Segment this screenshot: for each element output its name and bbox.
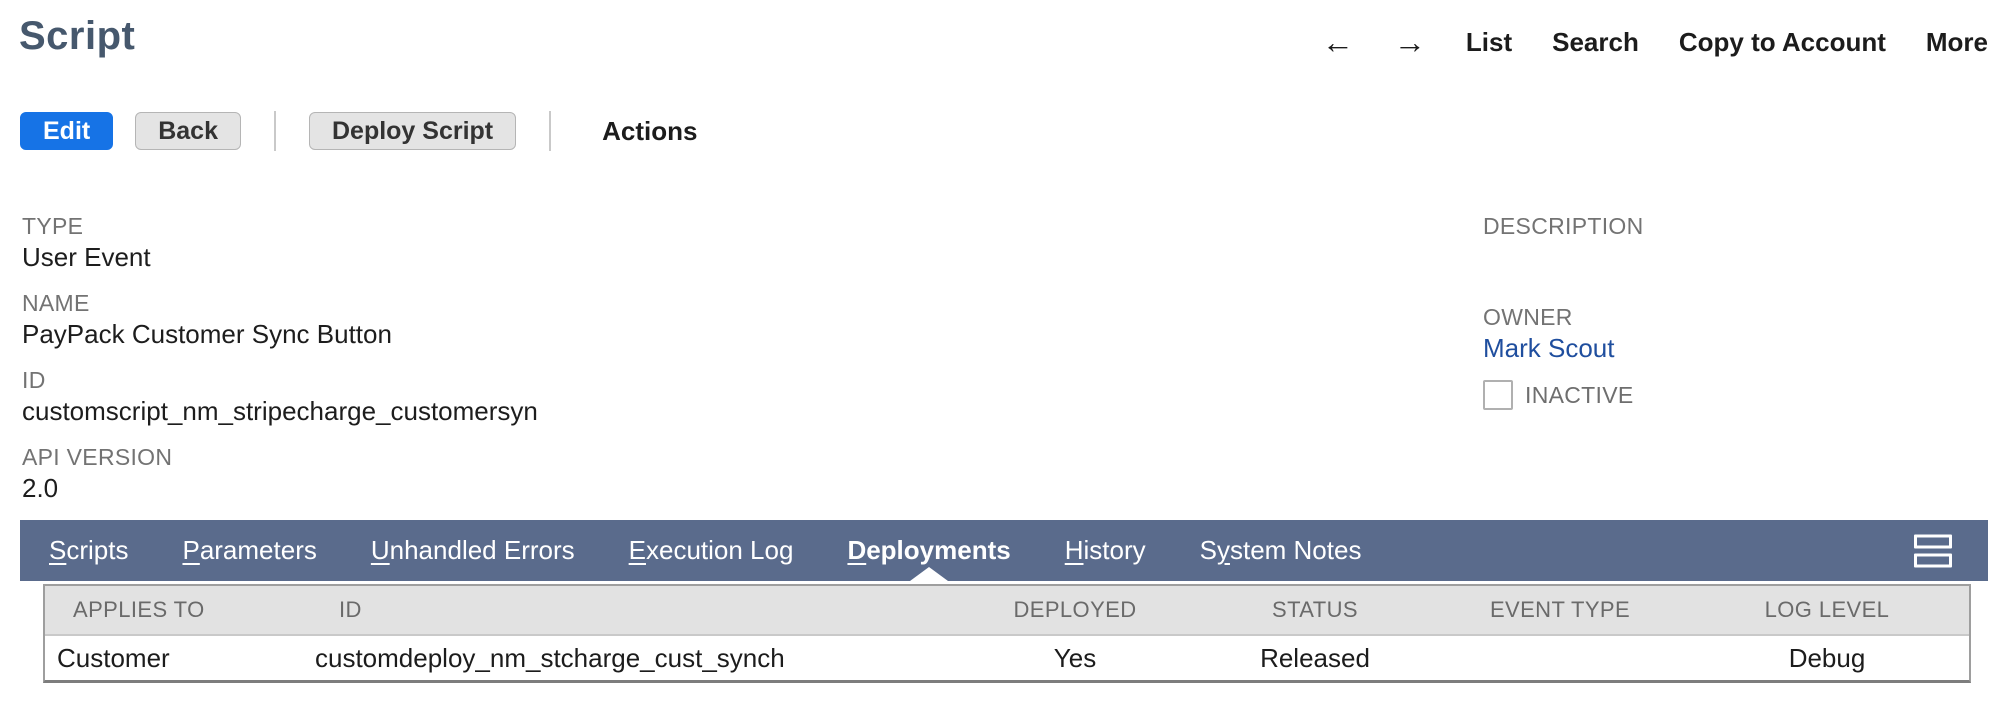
deployed-cell: Yes bbox=[1053, 642, 1097, 673]
column-header-deployed: DEPLOYED bbox=[1013, 597, 1137, 622]
inactive-checkbox[interactable] bbox=[1483, 380, 1513, 410]
list-link[interactable]: List bbox=[1465, 26, 1513, 57]
field-value: customscript_nm_stripecharge_customersyn bbox=[22, 396, 538, 426]
inactive-label: INACTIVE bbox=[1525, 381, 1634, 408]
description-empty-value bbox=[1483, 240, 1643, 286]
back-button[interactable]: Back bbox=[135, 112, 241, 150]
record-fields-right: DESCRIPTION OWNER Mark Scout INACTIVE bbox=[1483, 212, 1643, 410]
record-fields-left: TYPE User Event NAME PayPack Customer Sy… bbox=[22, 212, 538, 520]
edit-button[interactable]: Edit bbox=[20, 112, 114, 150]
field-name: NAME PayPack Customer Sync Button bbox=[22, 289, 538, 349]
column-header-event-type: EVENT TYPE bbox=[1489, 597, 1631, 622]
field-value: User Event bbox=[22, 242, 151, 272]
table-row: Customer customdeploy_nm_stcharge_cust_s… bbox=[45, 636, 1969, 680]
search-link[interactable]: Search bbox=[1552, 26, 1639, 57]
column-header-id: ID bbox=[339, 597, 362, 622]
deploy-script-button[interactable]: Deploy Script bbox=[308, 112, 517, 150]
status-cell: Released bbox=[1260, 642, 1370, 673]
page-title: Script bbox=[19, 14, 136, 58]
applies-to-link[interactable]: Customer bbox=[57, 642, 170, 673]
field-owner: OWNER Mark Scout bbox=[1483, 303, 1643, 363]
toolbar: Edit Back Deploy Script Actions bbox=[20, 111, 697, 151]
toolbar-divider bbox=[549, 111, 552, 151]
field-label: TYPE bbox=[22, 213, 84, 239]
field-api-version: API VERSION 2.0 bbox=[22, 443, 538, 503]
active-tab-notch bbox=[910, 567, 949, 581]
field-label: DESCRIPTION bbox=[1483, 213, 1644, 239]
collapse-icon-bar bbox=[1914, 534, 1952, 548]
field-label: NAME bbox=[22, 290, 90, 316]
field-description: DESCRIPTION bbox=[1483, 212, 1643, 286]
field-label: API VERSION bbox=[22, 444, 173, 470]
deployments-table-header: APPLIES TO ID DEPLOYED STATUS EVENT TYPE… bbox=[45, 586, 1969, 636]
owner-link[interactable]: Mark Scout bbox=[1483, 333, 1615, 363]
copy-to-account-link[interactable]: Copy to Account bbox=[1678, 26, 1886, 57]
field-value: PayPack Customer Sync Button bbox=[22, 319, 392, 349]
event-type-cell bbox=[1435, 636, 1685, 680]
inactive-field: INACTIVE bbox=[1483, 380, 1643, 410]
field-type: TYPE User Event bbox=[22, 212, 538, 272]
column-header-applies-to: APPLIES TO bbox=[73, 597, 205, 622]
deployment-id-cell: customdeploy_nm_stcharge_cust_synch bbox=[315, 642, 785, 673]
field-label: ID bbox=[22, 367, 46, 393]
more-link[interactable]: More bbox=[1925, 26, 1988, 57]
log-level-cell: Debug bbox=[1788, 642, 1866, 673]
header-nav: ← → List Search Copy to Account More bbox=[1322, 26, 1988, 58]
field-label: OWNER bbox=[1483, 304, 1573, 330]
field-id: ID customscript_nm_stripecharge_customer… bbox=[22, 366, 538, 426]
collapse-subtabs-icon[interactable] bbox=[1914, 534, 1952, 567]
column-header-status: STATUS bbox=[1272, 597, 1358, 622]
back-arrow-icon[interactable]: ← bbox=[1321, 24, 1354, 60]
field-value: 2.0 bbox=[22, 473, 59, 503]
column-header-log-level: LOG LEVEL bbox=[1764, 597, 1890, 622]
collapse-icon-bar bbox=[1914, 553, 1952, 567]
actions-menu-button[interactable]: Actions bbox=[602, 115, 698, 146]
toolbar-divider bbox=[273, 111, 276, 151]
deployments-table: APPLIES TO ID DEPLOYED STATUS EVENT TYPE… bbox=[43, 584, 1971, 683]
forward-arrow-icon[interactable]: → bbox=[1393, 24, 1426, 60]
